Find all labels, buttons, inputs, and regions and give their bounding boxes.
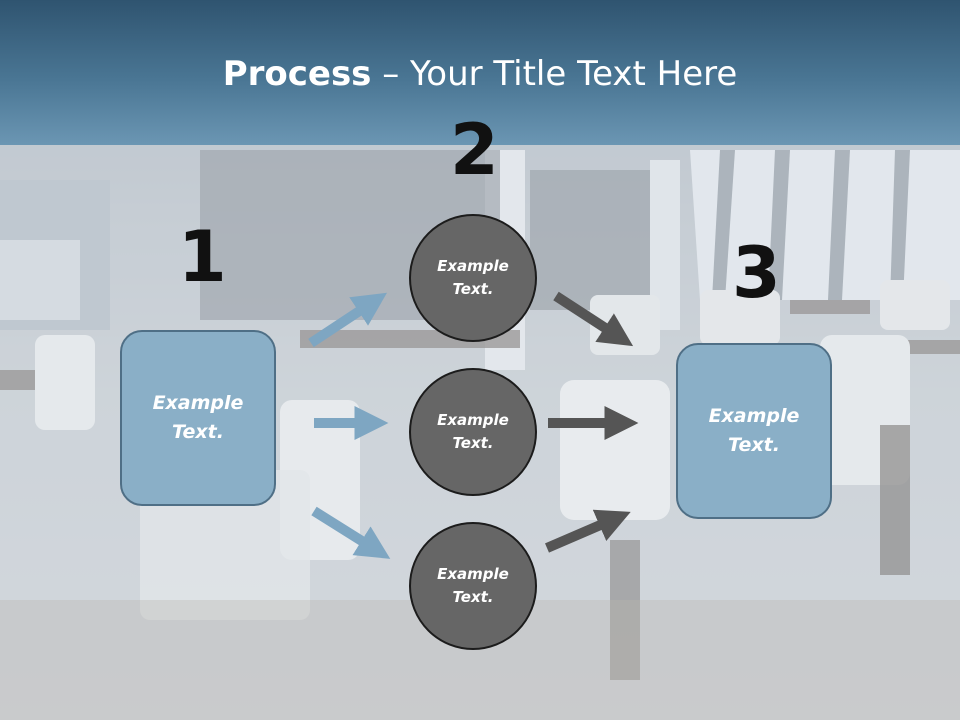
right-box[interactable]: Example Text. [676, 343, 832, 519]
page-title: Process – Your Title Text Here [0, 52, 960, 96]
step-number-1: 1 [178, 216, 227, 298]
circle-3[interactable]: Example Text. [409, 522, 537, 650]
arrow-from-circle-1 [553, 291, 634, 347]
circle-2[interactable]: Example Text. [409, 368, 537, 496]
arrow-to-circle-1 [308, 292, 388, 348]
step-number-3: 3 [732, 232, 781, 314]
title-band [0, 0, 960, 145]
left-box[interactable]: Example Text. [120, 330, 276, 506]
circle-2-text: Example Text. [437, 411, 509, 452]
arrow-to-circle-3 [311, 506, 391, 559]
arrow-from-circle-3 [545, 509, 631, 553]
title-rest: – Your Title Text Here [371, 54, 738, 94]
right-box-text: Example Text. [708, 405, 800, 456]
circle-1-text: Example Text. [437, 257, 509, 298]
left-box-text: Example Text. [152, 392, 244, 443]
circle-1[interactable]: Example Text. [409, 214, 537, 342]
circle-3-text: Example Text. [437, 565, 509, 606]
title-bold: Process [222, 54, 372, 94]
step-number-2: 2 [450, 109, 499, 191]
